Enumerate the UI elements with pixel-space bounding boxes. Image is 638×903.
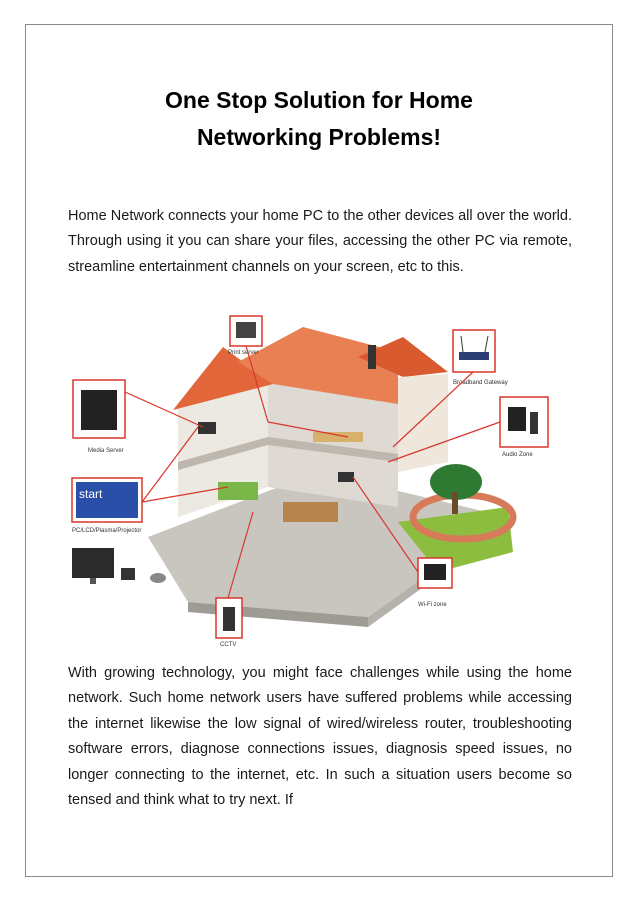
challenges-paragraph: With growing technology, you might face … (68, 665, 572, 809)
chimney (368, 345, 376, 369)
house-right-wall (268, 382, 398, 507)
roof-main (238, 327, 398, 404)
desk-monitor (338, 472, 354, 482)
cctv-label: CCTV (220, 642, 236, 648)
wooden-cabinet (283, 502, 338, 522)
connector-lines (124, 345, 501, 599)
roof-left (173, 347, 273, 410)
broadband-gateway-label: Broadband Gateway (453, 380, 508, 386)
monitor (121, 568, 135, 580)
bed (313, 432, 363, 442)
projector (150, 573, 166, 583)
audio-zone-label: Audio Zone (502, 452, 533, 458)
document-title: One Stop Solution for Home Networking Pr… (70, 82, 568, 156)
start-screen-text: start (79, 487, 103, 501)
broadband-gateway-frame (452, 329, 496, 373)
green-sofa (218, 482, 258, 500)
lcd-tv (72, 548, 114, 578)
start-screen (76, 482, 138, 518)
tree (430, 464, 482, 500)
page-border (25, 24, 613, 877)
pc-display-label: PC/LCD/Plasma/Projector (72, 528, 141, 534)
media-server-label: Media Server (88, 448, 124, 454)
tv-upstairs (198, 422, 216, 434)
home-network-illustration: Print server Broadband Gateway Media Ser… (71, 315, 549, 648)
title-line-2: Networking Problems! (196, 124, 442, 150)
title-line-1: One Stop Solution for Home (165, 87, 473, 113)
intro-paragraph: Home Network connects your home PC to th… (68, 208, 572, 275)
print-server-label: Print server (228, 350, 259, 356)
wifi-zone-label: Wi-Fi zone (418, 602, 447, 608)
roof-right (358, 337, 448, 377)
